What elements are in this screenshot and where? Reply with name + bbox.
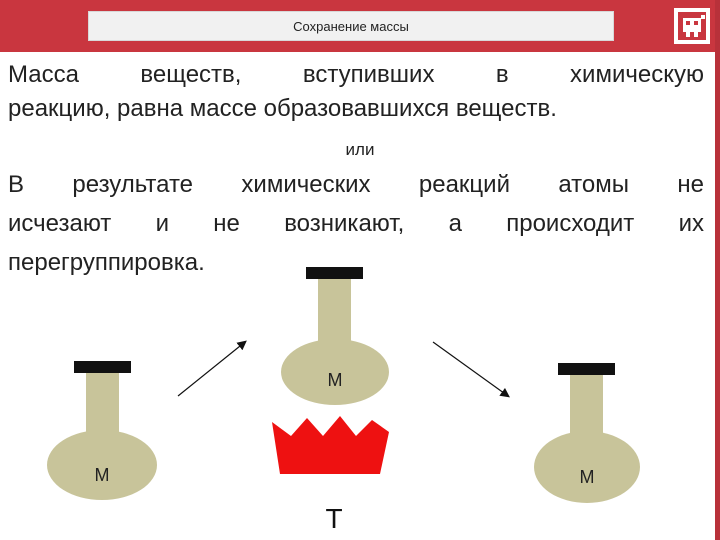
or-label: или bbox=[0, 140, 720, 160]
flask-right-label: M bbox=[580, 467, 595, 487]
flask-center-label: M bbox=[328, 370, 343, 390]
flask-center: M bbox=[281, 267, 389, 405]
slide-title: Сохранение массы bbox=[88, 11, 614, 41]
slide-title-text: Сохранение массы bbox=[293, 18, 409, 34]
law-statement-text-1: Масса веществ, вступивших в химическую bbox=[8, 61, 704, 88]
flask-right-bulb bbox=[534, 431, 640, 503]
arrow-left-to-center bbox=[177, 340, 247, 397]
atoms-statement-text-3: перегруппировка. bbox=[8, 249, 205, 276]
atoms-statement-text-1: В результате химических реакций атомы не bbox=[8, 171, 704, 198]
or-label-text: или bbox=[345, 140, 375, 159]
flask-center-bulb bbox=[281, 339, 389, 405]
atoms-statement-line-3: перегруппировка. bbox=[8, 246, 704, 280]
law-statement-line-2: реакцию, равна массе образовавшихся веще… bbox=[8, 92, 704, 126]
flask-left-stopper bbox=[74, 361, 131, 373]
flask-left-bulb bbox=[47, 430, 157, 500]
law-statement-line-1: Масса веществ, вступивших в химическую bbox=[8, 58, 704, 92]
flask-center-stopper bbox=[306, 267, 363, 279]
red-robot-logo-icon bbox=[674, 8, 710, 44]
slide-right-border bbox=[715, 0, 720, 540]
arrow-center-to-right bbox=[432, 341, 510, 398]
flask-left-label: M bbox=[95, 465, 110, 485]
atoms-statement-line-1: В результате химических реакций атомы не bbox=[8, 168, 704, 202]
flask-right-stopper bbox=[558, 363, 615, 375]
atoms-statement-line-2: исчезают и не возникают, а происходит их bbox=[8, 207, 704, 241]
flask-center-neck bbox=[318, 279, 351, 349]
flask-left: M bbox=[47, 361, 157, 500]
atoms-statement-text-2: исчезают и не возникают, а происходит их bbox=[8, 210, 704, 237]
flask-right: M bbox=[534, 363, 640, 503]
heat-label: T bbox=[325, 503, 342, 534]
flame-icon bbox=[272, 416, 389, 474]
law-statement-text-2: реакцию, равна массе образовавшихся веще… bbox=[8, 95, 557, 122]
